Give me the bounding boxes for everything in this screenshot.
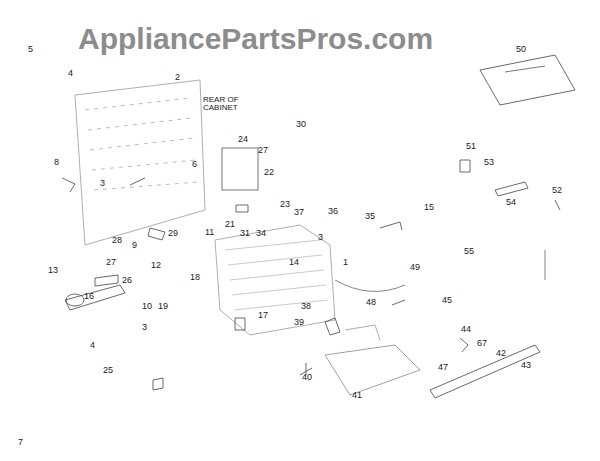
callout-number: 13: [48, 266, 58, 275]
callout-number: 48: [366, 298, 376, 307]
callout-number: 35: [365, 212, 375, 221]
callout-number: 1: [343, 258, 348, 267]
callout-number: 7: [18, 438, 23, 447]
callout-number: 39: [294, 318, 304, 327]
callout-number: 16: [84, 292, 94, 301]
callout-number: 15: [424, 203, 434, 212]
callout-number: 55: [464, 247, 474, 256]
callout-number: 44: [461, 325, 471, 334]
callout-number: 3: [142, 323, 147, 332]
callout-number: 26: [122, 276, 132, 285]
callout-number: 54: [506, 198, 516, 207]
callout-number: 9: [132, 241, 137, 250]
callout-number: 38: [301, 302, 311, 311]
callout-number: 50: [516, 45, 526, 54]
callout-number: 40: [302, 373, 312, 382]
callout-number: 41: [352, 391, 362, 400]
callout-number: 4: [68, 69, 73, 78]
callout-number: 11: [205, 228, 214, 237]
callout-number: 67: [477, 339, 487, 348]
callout-number: 34: [256, 229, 266, 238]
callout-number: 18: [190, 273, 200, 282]
callout-number: 21: [225, 220, 235, 229]
callout-number: 5: [28, 45, 33, 54]
callout-number: 10: [142, 302, 152, 311]
callout-number: 6: [192, 160, 197, 169]
callout-number: 49: [410, 263, 420, 272]
callout-number: 2: [175, 73, 180, 82]
callout-number: 22: [264, 168, 274, 177]
callout-number: 52: [552, 186, 562, 195]
callout-number: 45: [442, 296, 452, 305]
callout-number: 3: [318, 233, 323, 242]
callout-number: 14: [289, 258, 299, 267]
callout-number: 12: [151, 261, 161, 270]
callout-number: 51: [466, 142, 476, 151]
callout-number: 19: [158, 302, 168, 311]
callout-number: 29: [168, 229, 178, 238]
callout-number: 23: [280, 200, 290, 209]
callout-number: 28: [112, 236, 122, 245]
callout-number: 42: [496, 349, 506, 358]
callout-number: 25: [103, 366, 113, 375]
callout-number: 3: [100, 179, 105, 188]
callout-number: 24: [238, 135, 248, 144]
callout-number: 31: [240, 229, 250, 238]
callout-number: 47: [438, 363, 448, 372]
callout-number: 30: [296, 120, 306, 129]
callout-number: 4: [90, 341, 95, 350]
callout-number: 8: [54, 158, 59, 167]
callout-number: 53: [484, 158, 494, 167]
watermark: AppliancePartsPros.com: [78, 24, 433, 54]
part-outlines: [62, 55, 575, 398]
callout-number: 27: [106, 258, 116, 267]
callout-number: 37: [294, 208, 304, 217]
callout-number: 36: [328, 207, 338, 216]
callout-number: 43: [521, 361, 531, 370]
callout-number: 27: [258, 146, 268, 155]
callout-number: 17: [258, 311, 268, 320]
location-note: REAR OF CABINET: [203, 96, 247, 113]
